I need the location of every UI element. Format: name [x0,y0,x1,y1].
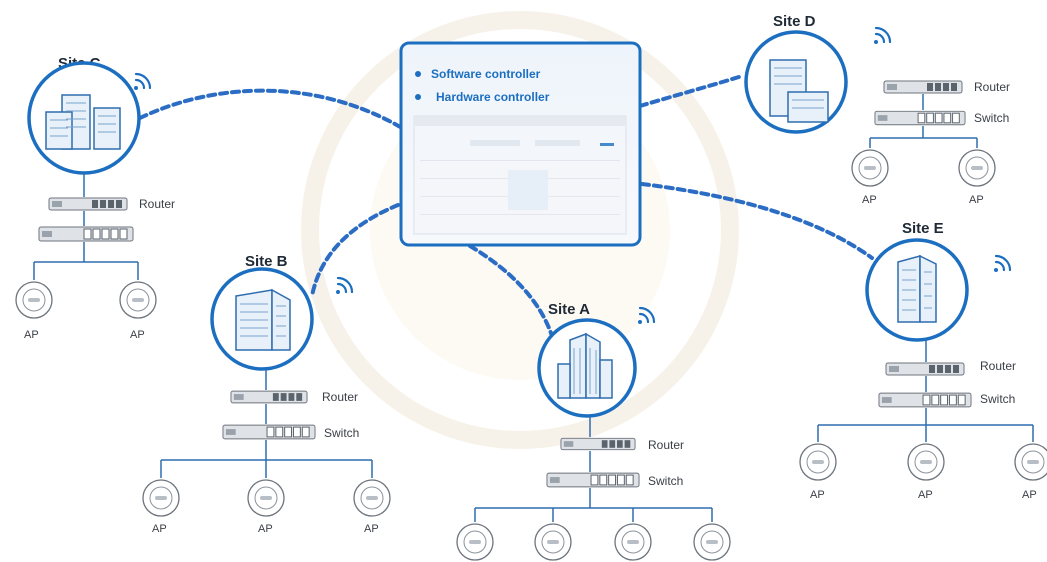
site-e-ap-1 [799,443,837,481]
site-b: Site B Router Switch AP AP AP [142,253,391,535]
site-a-switch [546,472,640,488]
site-b-ap-2 [247,479,285,517]
controller-item-software: Software controller [415,67,541,81]
site-e-router [885,362,965,376]
site-d-switch [874,110,966,126]
site-a-wiring [474,488,713,522]
office-building-icon [897,254,937,323]
software-controller-label: Software controller [431,67,541,81]
wifi-icon [134,72,152,90]
controller-links [138,74,874,338]
site-e: Site E Router Switch AP AP AP [799,220,1047,501]
data-center-icon [45,94,121,150]
hardware-controller-label: Hardware controller [436,90,550,104]
site-e-ap-2-label: AP [918,489,933,501]
site-c-ap-2 [119,281,157,319]
site-e-wiring [817,408,1034,442]
site-e-ap-1-label: AP [810,489,825,501]
site-e-switch-label: Switch [980,392,1015,406]
link-to-site-e [640,182,874,260]
site-d-wiring [869,126,978,148]
site-e-switch [878,392,972,408]
controller-screen-mock [413,115,627,235]
site-b-wiring [160,440,373,478]
site-a-ap-1 [456,523,494,561]
site-d-ap-1 [851,149,889,187]
site-d-ap-2 [958,149,996,187]
site-a-ap-3 [614,523,652,561]
site-c-router-label: Router [139,197,175,211]
controller-panel: Software controller Hardware controller [399,41,642,247]
site-e-ap-3-label: AP [1022,489,1037,501]
wifi-icon [874,26,892,44]
wifi-icon [994,254,1012,272]
site-b-ap-3-label: AP [364,523,379,535]
site-a-switch-label: Switch [648,474,683,488]
site-b-router [230,390,308,404]
hardware-controller-icon [769,59,829,123]
office-tower-icon [557,332,613,399]
office-building-icon [235,288,291,351]
site-d-router-label: Router [974,80,1010,94]
site-b-title: Site B [245,253,288,270]
site-b-switch-label: Switch [324,426,359,440]
site-d-ap-2-label: AP [969,194,984,206]
link-to-site-a [468,244,554,338]
site-d-title: Site D [773,13,816,30]
site-c-ap-1-label: AP [24,329,39,341]
site-c-router [48,197,128,211]
site-d: Site D Router Switch AP AP [744,13,1010,206]
site-b-ap-2-label: AP [258,523,273,535]
controller-item-hardware: Hardware controller [415,90,550,104]
site-c-switch [38,226,134,242]
bullet-icon [415,71,421,77]
site-a-ap-4 [693,523,731,561]
site-c-ap-2-label: AP [130,329,145,341]
bullet-icon [415,94,421,100]
link-to-site-d [638,74,744,108]
site-e-title: Site E [902,220,944,237]
site-d-ap-1-label: AP [862,194,877,206]
site-e-ap-3 [1014,443,1047,481]
site-e-router-label: Router [980,359,1016,373]
site-d-switch-label: Switch [974,111,1009,125]
site-d-router [883,80,963,94]
site-c: Site C Router AP AP [15,55,175,341]
site-b-ap-1-label: AP [152,523,167,535]
link-to-site-b [310,203,400,298]
site-c-wiring [33,242,139,280]
site-a-ap-2 [534,523,572,561]
site-a-router-label: Router [648,438,684,452]
site-a-router [560,437,636,451]
site-b-ap-3 [353,479,391,517]
site-a-title: Site A [548,301,590,318]
wifi-icon [638,306,656,324]
site-e-ap-2 [907,443,945,481]
link-to-site-c [138,88,404,130]
site-c-ap-1 [15,281,53,319]
site-b-ap-1 [142,479,180,517]
site-b-router-label: Router [322,390,358,404]
site-a: Site A Router Switch [456,301,731,561]
wifi-icon [336,276,354,294]
site-b-switch [222,424,316,440]
